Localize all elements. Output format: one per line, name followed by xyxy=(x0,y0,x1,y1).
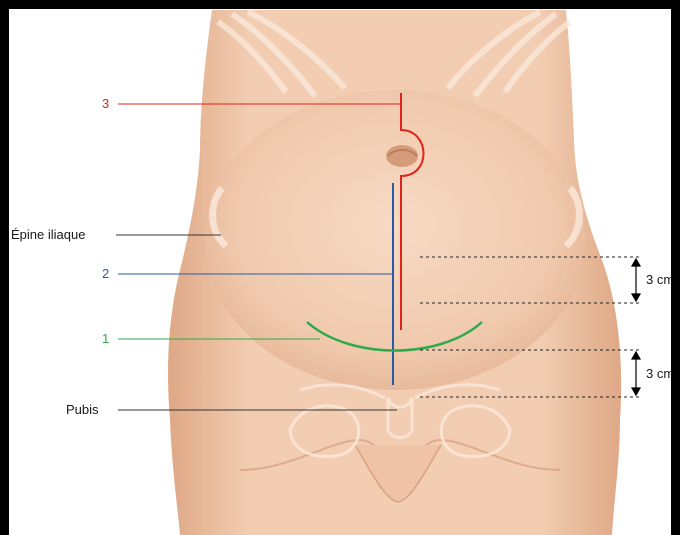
label-epine-iliaque: Épine iliaque xyxy=(11,228,85,242)
label-incision-2: 2 xyxy=(102,267,109,281)
label-pubis: Pubis xyxy=(66,403,99,417)
label-dim-upper: 3 cm xyxy=(646,273,671,287)
label-incision-3: 3 xyxy=(102,97,109,111)
label-dim-lower: 3 cm xyxy=(646,367,671,381)
label-incision-1: 1 xyxy=(102,332,109,346)
